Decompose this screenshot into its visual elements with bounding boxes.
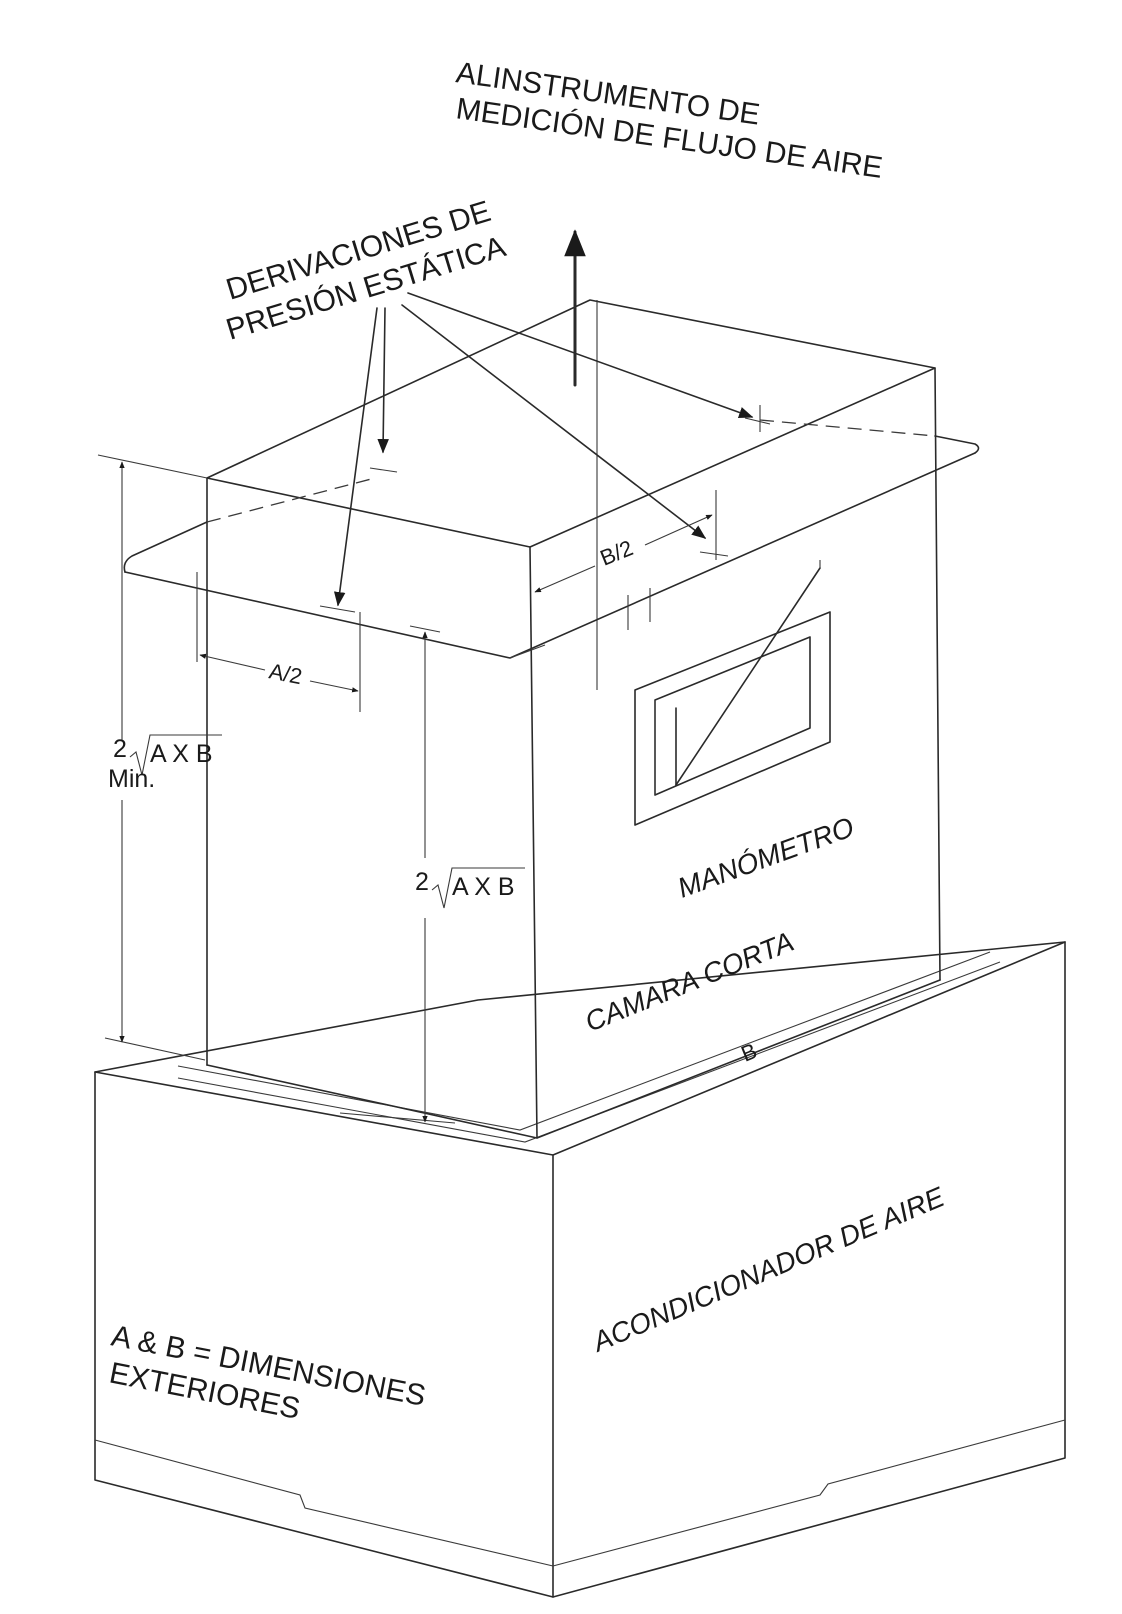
- air-conditioner-unit: [94, 941, 1066, 1598]
- a-half-label: A/2: [267, 658, 304, 689]
- dimension-b-half: [534, 514, 713, 630]
- static-tap-plane: [123, 419, 980, 659]
- inner-height-coef: 2: [415, 868, 429, 896]
- outer-height-coef: 2: [113, 735, 127, 763]
- manometer-label: MANÓMETRO: [673, 811, 858, 903]
- manometer: [634, 560, 831, 826]
- dimension-a-half: [196, 572, 361, 712]
- dimension-outer-height: [97, 454, 208, 1061]
- tap-leaders: [319, 292, 771, 613]
- short-chamber-label: CAMARA CORTA: [581, 926, 798, 1038]
- dimension-inner-height: [129, 625, 525, 1123]
- air-conditioner-label: ACONDICIONADOR DE AIRE: [586, 1181, 949, 1358]
- inner-height-radicand: A X B: [452, 873, 515, 901]
- b-half-label: B/2: [597, 535, 637, 571]
- outer-height-radicand: A X B: [150, 740, 213, 768]
- outer-height-min: Min.: [108, 765, 155, 793]
